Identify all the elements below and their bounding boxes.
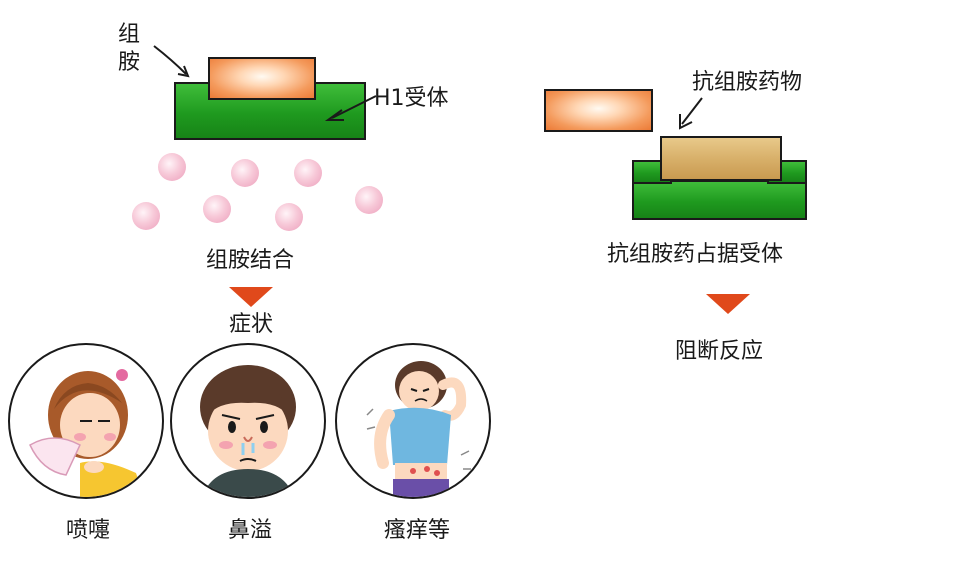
symptom-sneeze-label: 喷嚏 [66,518,111,543]
down-arrow-icon [229,287,273,307]
histamine-bead [355,186,383,214]
histamine-bead [158,153,186,181]
histamine-label-line1: 组 [118,22,141,47]
block-reaction-label: 阻断反应 [675,339,764,364]
sneeze-illustration [8,343,164,499]
symptom-itching-label: 瘙痒等 [384,518,451,543]
histamine-bead [275,203,303,231]
histamine-bead [294,159,322,187]
displaced-histamine-molecule [544,89,653,132]
histamine-bead [203,195,231,223]
runny-nose-boy-icon [200,365,296,497]
runny-nose-illustration [170,343,326,499]
symptom-runny-nose-label: 鼻溢 [228,518,273,543]
down-arrow-icon-right [706,294,750,314]
histamine-molecule [208,57,316,100]
symptoms-label: 症状 [229,312,274,337]
drug-occupies-receptor-label: 抗组胺药占据受体 [607,242,784,267]
itching-illustration [335,343,491,499]
itching-boy-icon [366,361,471,497]
histamine-label-line2: 胺 [118,50,141,75]
binding-label: 组胺结合 [206,248,295,273]
receptor-pointer-line [324,95,377,121]
h1-receptor-label: H1受体 [374,86,449,111]
sneezing-girl-icon [29,369,144,497]
antihistamine-molecule [660,136,782,181]
histamine-pointer-arrow [153,45,190,78]
antihistamine-drug-label: 抗组胺药物 [692,70,803,95]
histamine-bead [231,159,259,187]
drug-pointer-arrow [679,97,703,130]
h1-receptor-occupied [632,180,807,220]
histamine-bead [132,202,160,230]
